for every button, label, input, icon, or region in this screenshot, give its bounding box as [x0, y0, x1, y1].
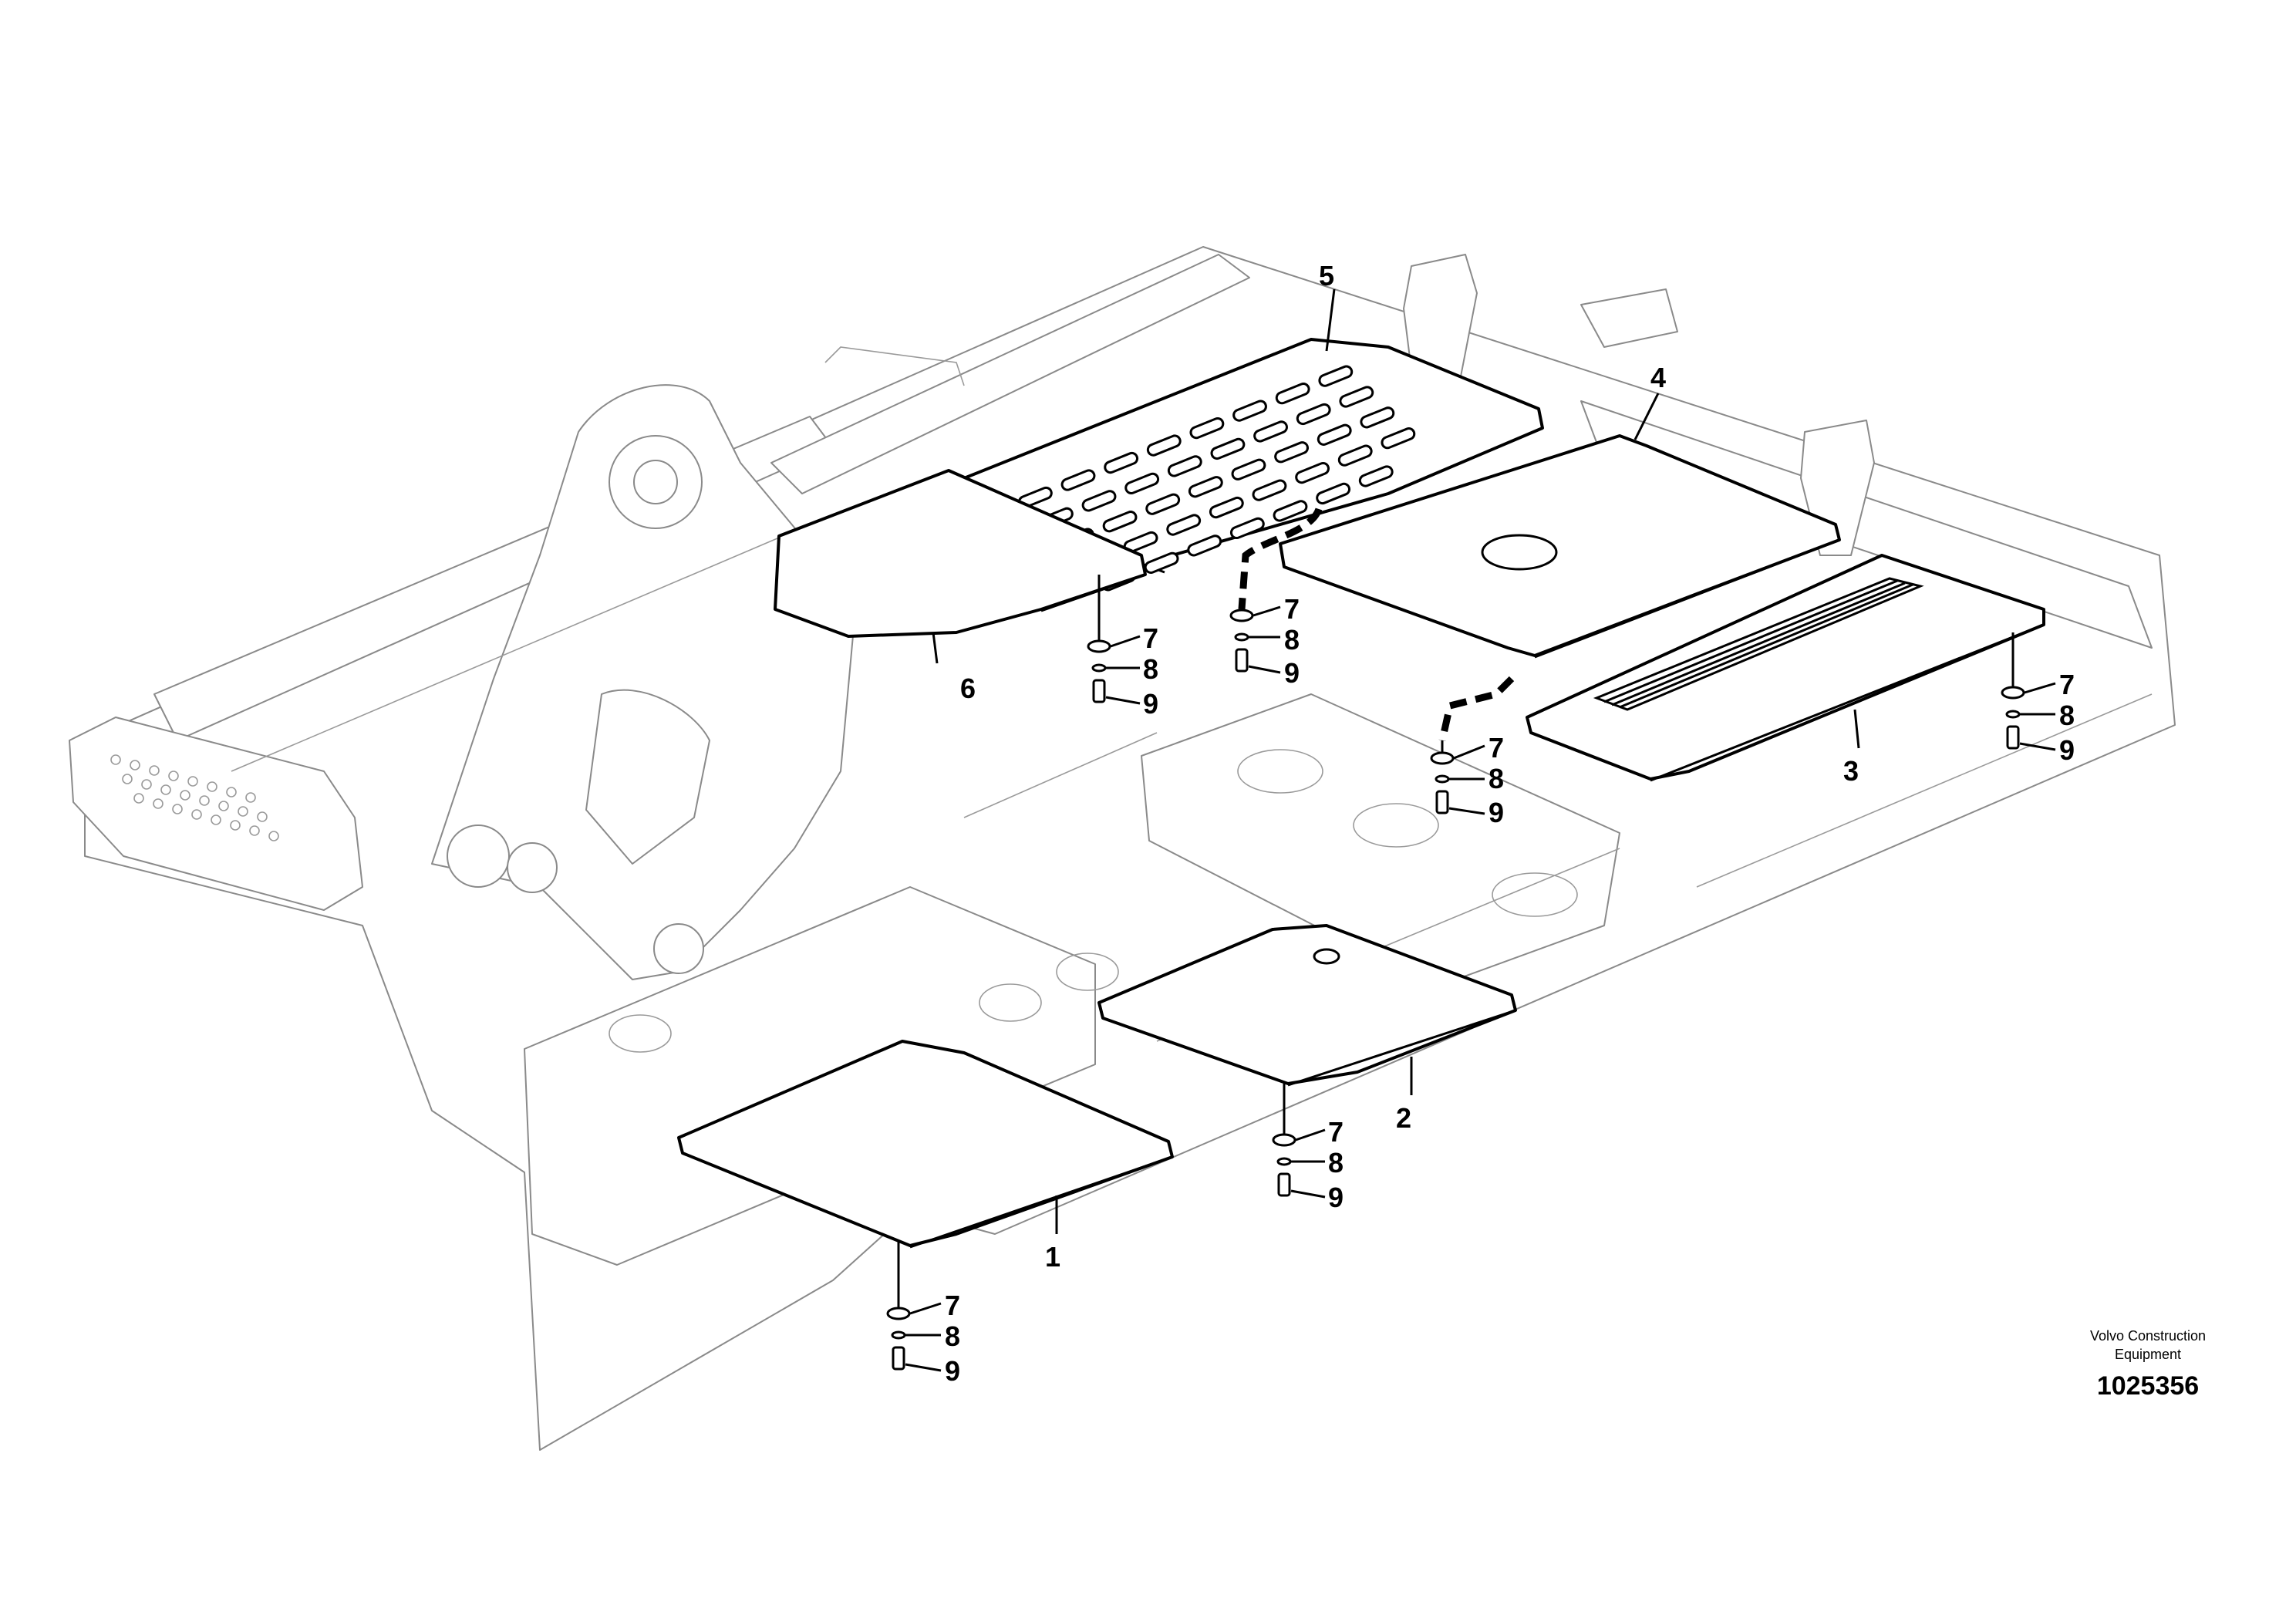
washer-icon [886, 1307, 911, 1320]
cover-plate-2-opening [1313, 948, 1340, 965]
cover-plate-4[interactable] [1279, 434, 1841, 659]
brand-name: Volvo Construction [2090, 1328, 2206, 1344]
washer-icon [1272, 1133, 1296, 1147]
cover-plate-4-opening [1481, 534, 1558, 571]
bolt-icon [1235, 648, 1249, 673]
lock-washer-icon [1091, 663, 1107, 673]
callout-bolt-1: 9 [945, 1355, 960, 1387]
hidden-line-5 [1238, 508, 1323, 610]
washer-icon [1229, 609, 1254, 622]
callout-washer-4: 7 [1489, 732, 1504, 764]
lock-washer-icon [1276, 1157, 1292, 1166]
callout-bolt-4: 9 [1489, 797, 1504, 828]
callout-washer-6: 7 [1143, 622, 1158, 654]
bolt-icon [892, 1346, 905, 1371]
lock-washer-icon [891, 1330, 906, 1340]
bolt-icon [1277, 1172, 1291, 1197]
callout-bolt-3: 9 [2059, 734, 2075, 766]
cover-plate-3[interactable] [1526, 554, 2045, 782]
bolt-icon [1092, 679, 1106, 703]
washer-icon [1430, 751, 1455, 765]
callout-lock-washer-3: 8 [2059, 700, 2075, 731]
hardware-stack-6 [1087, 635, 1141, 705]
callout-washer-1: 7 [945, 1290, 960, 1321]
washer-icon [1087, 639, 1111, 653]
callout-bolt-2: 9 [1328, 1182, 1344, 1213]
bolt-icon [2006, 725, 2020, 750]
hardware-stack-5 [1229, 605, 1281, 674]
cover-plate-3-grille [1593, 577, 1924, 711]
cover-plate-6[interactable] [774, 469, 1147, 638]
callout-washer-2: 7 [1328, 1116, 1344, 1148]
lock-washer-icon [1234, 632, 1249, 642]
hardware-stack-4 [1430, 744, 1485, 815]
title-block: Volvo Construction Equipment 1025356 [2090, 1328, 2206, 1401]
callout-washer-5: 7 [1284, 593, 1300, 625]
callout-part-1: 1 [1045, 1241, 1060, 1273]
callout-lock-washer-6: 8 [1143, 653, 1158, 685]
cover-plate-1[interactable] [677, 1040, 1174, 1249]
step-perforations [110, 754, 279, 841]
leaders [897, 288, 2014, 1307]
hardware-stack-1 [886, 1302, 942, 1372]
callout-part-4: 4 [1650, 362, 1666, 393]
callout-part-3: 3 [1843, 755, 1859, 787]
callout-part-6: 6 [960, 673, 976, 704]
hidden-line-4 [1438, 676, 1515, 741]
callout-part-2: 2 [1396, 1102, 1411, 1134]
document-number: 1025356 [2097, 1371, 2199, 1401]
hardware-stack-2 [1272, 1128, 1326, 1199]
lock-washer-icon [1435, 774, 1450, 784]
callout-bolt-5: 9 [1284, 657, 1300, 689]
callout-labels: 5 4 6 3 2 1 7 8 9 7 8 9 7 8 9 7 8 9 7 8 … [945, 260, 2075, 1387]
bolt-icon [1435, 790, 1449, 814]
callout-part-5: 5 [1319, 260, 1334, 292]
callout-lock-washer-5: 8 [1284, 624, 1300, 656]
callout-lock-washer-4: 8 [1489, 763, 1504, 794]
lock-washer-icon [2005, 710, 2021, 719]
callout-bolt-6: 9 [1143, 688, 1158, 720]
brand-subtitle: Equipment [2115, 1347, 2181, 1362]
callout-lock-washer-2: 8 [1328, 1147, 1344, 1179]
callout-lock-washer-1: 8 [945, 1320, 960, 1352]
cover-plate-2[interactable] [1097, 924, 1517, 1087]
callout-washer-3: 7 [2059, 669, 2075, 700]
hardware-stack-3 [2001, 682, 2056, 751]
washer-icon [2001, 686, 2025, 700]
